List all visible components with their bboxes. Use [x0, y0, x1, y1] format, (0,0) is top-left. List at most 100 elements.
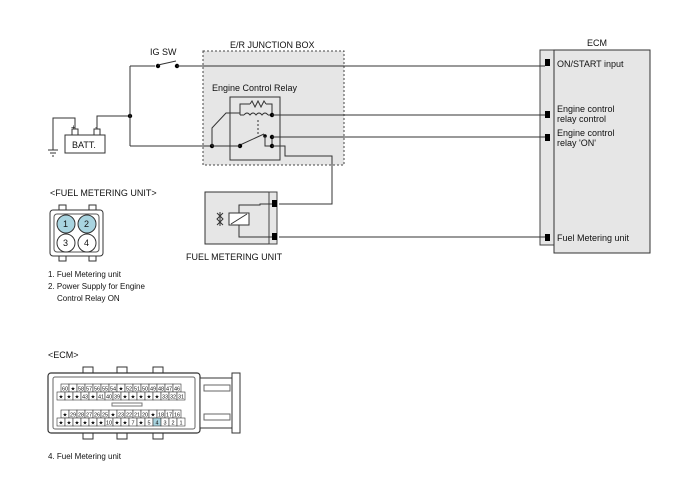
ecm-pin-label: ★	[91, 419, 96, 426]
fmu-legend-line: Control Relay ON	[57, 294, 120, 303]
battery-label: BATT.	[72, 140, 96, 150]
ecm-pin-label: 5	[147, 420, 150, 426]
ecm-box	[553, 49, 651, 254]
ecm-pin-label: 27	[86, 412, 92, 418]
ecm-pin-label: 48	[158, 386, 164, 392]
fmu-legend-line: 1. Fuel Metering unit	[48, 270, 122, 279]
ecm-pin-label: 54	[110, 386, 116, 392]
ecm-pin-label: ★	[123, 419, 128, 426]
ecm-pin-label: 43	[82, 394, 88, 400]
ecm-relay-control-label-1: Engine control	[557, 104, 615, 114]
battery-positive-wire	[96, 115, 130, 129]
ig-sw-blade	[157, 60, 177, 66]
ecm-pin-label: ★	[123, 393, 128, 400]
ecm-pin-label: 39	[114, 394, 120, 400]
ecm-relay-on-label-2: relay 'ON'	[557, 138, 596, 148]
ig-sw-label: IG SW	[150, 47, 177, 57]
ecm-pin-label: 60	[62, 386, 68, 392]
ecm-pin-label: 46	[174, 386, 180, 392]
fmu-pin-label: 1	[63, 219, 68, 229]
ecm-connector-title: <ECM>	[48, 350, 79, 360]
ecm-pin-label: ★	[67, 393, 72, 400]
ecm-pin-label: 22	[126, 412, 132, 418]
ecm-pin-label: 31	[178, 394, 184, 400]
ground-icon	[48, 149, 58, 157]
ecm-pin-label: 17	[166, 412, 172, 418]
fmu-terminal	[272, 233, 277, 240]
ecm-pin-label: ★	[151, 411, 156, 418]
fmu-pin-label: 2	[84, 219, 89, 229]
coil-wire	[239, 103, 250, 115]
ecm-pin-label: 10	[106, 420, 112, 426]
ecm-pin-label: ★	[83, 419, 88, 426]
ecm-pin-label: 26	[94, 412, 100, 418]
ecm-pin-label: 7	[131, 420, 134, 426]
ecm-pin-label: ★	[75, 419, 80, 426]
junction-box-label: E/R JUNCTION BOX	[230, 40, 315, 50]
ecm-pin-label: 18	[158, 412, 164, 418]
ecm-pin-label: ★	[91, 393, 96, 400]
ecm-pin-label: 49	[150, 386, 156, 392]
ecm-title: ECM	[587, 38, 607, 48]
fmu-connector-title: <FUEL METERING UNIT>	[50, 188, 157, 198]
battery: + - BATT.	[64, 123, 106, 154]
relay-label: Engine Control Relay	[212, 83, 298, 93]
fmu-pin-1	[56, 214, 76, 234]
ecm-pin-label: 21	[134, 412, 140, 418]
ecm-pin-label: 51	[134, 386, 140, 392]
ecm-pin-label: 28	[78, 412, 84, 418]
fmu-pin-3	[56, 233, 76, 253]
ecm-pin-label: ★	[139, 419, 144, 426]
ecm-pin-cell	[176, 391, 186, 401]
ecm-connector-strip	[539, 49, 555, 246]
coil-resistor-icon	[249, 99, 267, 109]
fmu-label: FUEL METERING UNIT	[186, 252, 283, 262]
ecm-pin-label: ★	[147, 393, 152, 400]
ecm-pin-label: 29	[70, 412, 76, 418]
fmu-pin-4	[77, 233, 97, 253]
ecm-pin-label: ★	[59, 393, 64, 400]
ecm-pin-label: 57	[86, 386, 92, 392]
ecm-pin-label: 1	[179, 420, 182, 426]
ecm-pin-label: ★	[139, 393, 144, 400]
ecm-pin-label: ★	[155, 393, 160, 400]
ecm-pin-label: 50	[142, 386, 148, 392]
solenoid-icon	[216, 203, 272, 238]
ecm-pin-label: 40	[106, 394, 112, 400]
ecm-legend-line: 4. Fuel Metering unit	[48, 452, 122, 461]
ecm-pin-label: 16	[174, 412, 180, 418]
ecm-terminal	[545, 234, 550, 241]
ecm-pin-label: ★	[71, 385, 76, 392]
ecm-pin-label: ★	[75, 393, 80, 400]
ecm-pin-label: 33	[162, 394, 168, 400]
fmu-pin-label: 4	[84, 238, 89, 248]
ecm-pin-label: 58	[78, 386, 84, 392]
ecm-pin-label: 25	[102, 412, 108, 418]
fmu-pin-label: 3	[63, 238, 68, 248]
ecm-relay-on-label-1: Engine control	[557, 128, 615, 138]
ecm-pin-label: 47	[166, 386, 172, 392]
ecm-terminal	[545, 111, 550, 118]
ecm-pin-label: 56	[94, 386, 100, 392]
fmu-legend-line: 2. Power Supply for Engine	[48, 282, 145, 291]
relay-switch-blade	[239, 133, 265, 146]
ecm-pin-label: 20	[142, 412, 148, 418]
ecm-pin-label: ★	[111, 411, 116, 418]
ecm-relay-control-label-2: relay control	[557, 114, 606, 124]
ecm-pin-label: ★	[119, 385, 124, 392]
ecm-terminal	[545, 134, 550, 141]
svg-text:+: +	[71, 123, 76, 132]
ecm-pin-label: ★	[67, 419, 72, 426]
fmu-terminal	[272, 200, 277, 207]
ecm-pin-label: ★	[59, 419, 64, 426]
ecm-pin-label: 55	[102, 386, 108, 392]
ecm-pin-label: 41	[98, 394, 104, 400]
ecm-pin-label: 3	[163, 420, 166, 426]
relay-internal-wire	[264, 136, 272, 147]
ecm-pin-label: 2	[171, 420, 174, 426]
fmu-connector-face: 1 2 3 4	[49, 204, 104, 262]
ecm-pin-label: 23	[118, 412, 124, 418]
ecm-pin-label: 52	[126, 386, 132, 392]
